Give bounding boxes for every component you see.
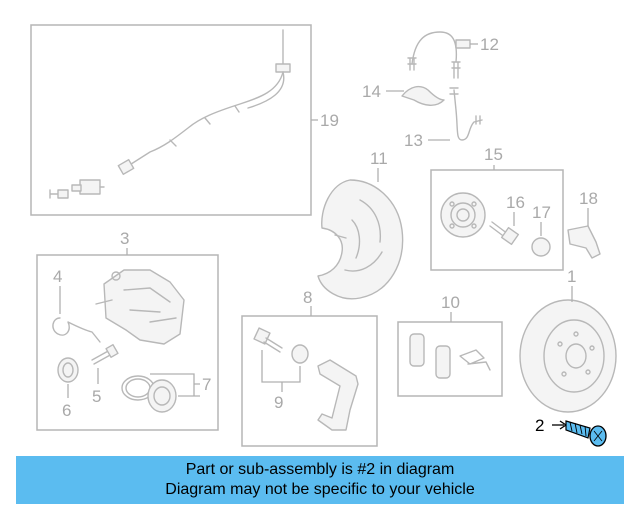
- part-17-dust-cap[interactable]: [531, 222, 551, 257]
- callout-9: 9: [274, 393, 283, 412]
- part-7-piston-seal-kit[interactable]: [121, 373, 200, 413]
- callout-16: 16: [506, 193, 525, 212]
- part-16-hub-bolt[interactable]: [489, 212, 520, 246]
- part-15-hub-bearing[interactable]: [440, 192, 486, 238]
- callout-8: 8: [303, 288, 312, 307]
- group-8-box: [241, 315, 378, 447]
- part-1-brake-rotor[interactable]: [519, 286, 617, 413]
- callout-6: 6: [62, 401, 71, 420]
- callout-4: 4: [53, 267, 62, 286]
- part-11-splash-shield[interactable]: [317, 168, 404, 300]
- part-13-brake-line[interactable]: [428, 87, 483, 141]
- part-6-boot[interactable]: [57, 357, 79, 398]
- parts-diagram: 19 12 14 13 11 15: [30, 24, 617, 447]
- part-3-caliper[interactable]: [95, 269, 185, 345]
- info-banner: Part or sub-assembly is #2 in diagram Di…: [16, 456, 624, 504]
- banner-line-2: Diagram may not be specific to your vehi…: [165, 481, 475, 498]
- part-4-spring-clip[interactable]: [52, 286, 101, 343]
- part-8-caliper-bracket[interactable]: [317, 359, 359, 431]
- part-18-sensor[interactable]: [567, 208, 601, 259]
- callout-7: 7: [202, 375, 211, 394]
- part-9-guide-pins[interactable]: [253, 327, 309, 392]
- part-2-rotor-screw[interactable]: [552, 420, 607, 447]
- callout-19: 19: [320, 111, 339, 130]
- callout-15: 15: [484, 145, 503, 164]
- part-5-bleeder-screw[interactable]: [91, 343, 119, 384]
- callout-11: 11: [370, 149, 388, 168]
- callout-14: 14: [362, 82, 381, 101]
- callout-13: 13: [404, 131, 423, 150]
- group-15-box: [430, 169, 564, 271]
- callout-2: 2: [535, 416, 544, 435]
- callout-12: 12: [480, 35, 499, 54]
- callout-1: 1: [567, 267, 576, 286]
- part-10-brake-pads[interactable]: [409, 333, 491, 379]
- part-12-brake-hose[interactable]: [407, 31, 478, 79]
- callout-5: 5: [92, 387, 101, 406]
- callout-10: 10: [441, 293, 460, 312]
- callout-18: 18: [579, 189, 598, 208]
- part-19-speed-sensor-harness[interactable]: [30, 24, 318, 216]
- part-14-bracket[interactable]: [386, 85, 445, 106]
- callout-17: 17: [532, 203, 551, 222]
- callout-3: 3: [120, 229, 129, 248]
- group-10-box: [397, 321, 503, 397]
- banner-line-1: Part or sub-assembly is #2 in diagram: [185, 461, 455, 478]
